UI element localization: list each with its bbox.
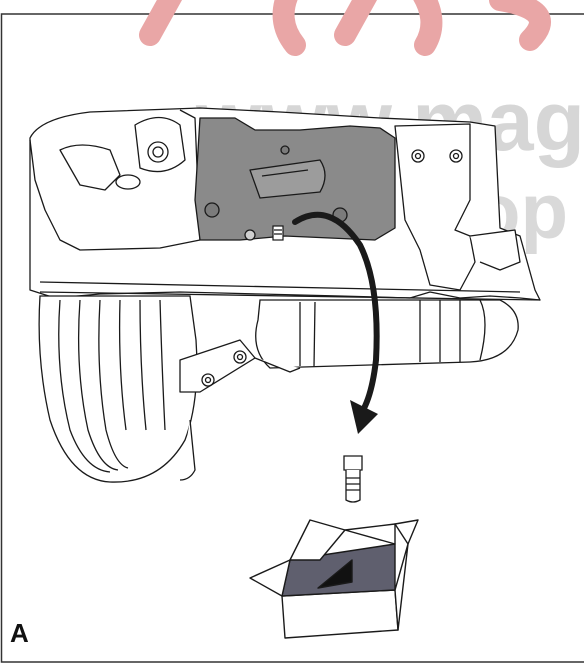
suspension-arm xyxy=(179,339,301,481)
right-bracket xyxy=(394,123,521,291)
bolt-icon xyxy=(343,455,363,503)
shield-bolt-location xyxy=(272,225,284,241)
storage-box xyxy=(249,519,419,639)
removal-arrow xyxy=(292,211,380,415)
left-tire xyxy=(38,295,198,483)
exhaust-muffler xyxy=(255,299,519,369)
arrow-head xyxy=(350,400,378,434)
watermark-top xyxy=(139,0,551,56)
panel-label: A xyxy=(10,618,29,648)
figure-frame xyxy=(0,13,584,663)
heat-shield xyxy=(194,117,396,241)
